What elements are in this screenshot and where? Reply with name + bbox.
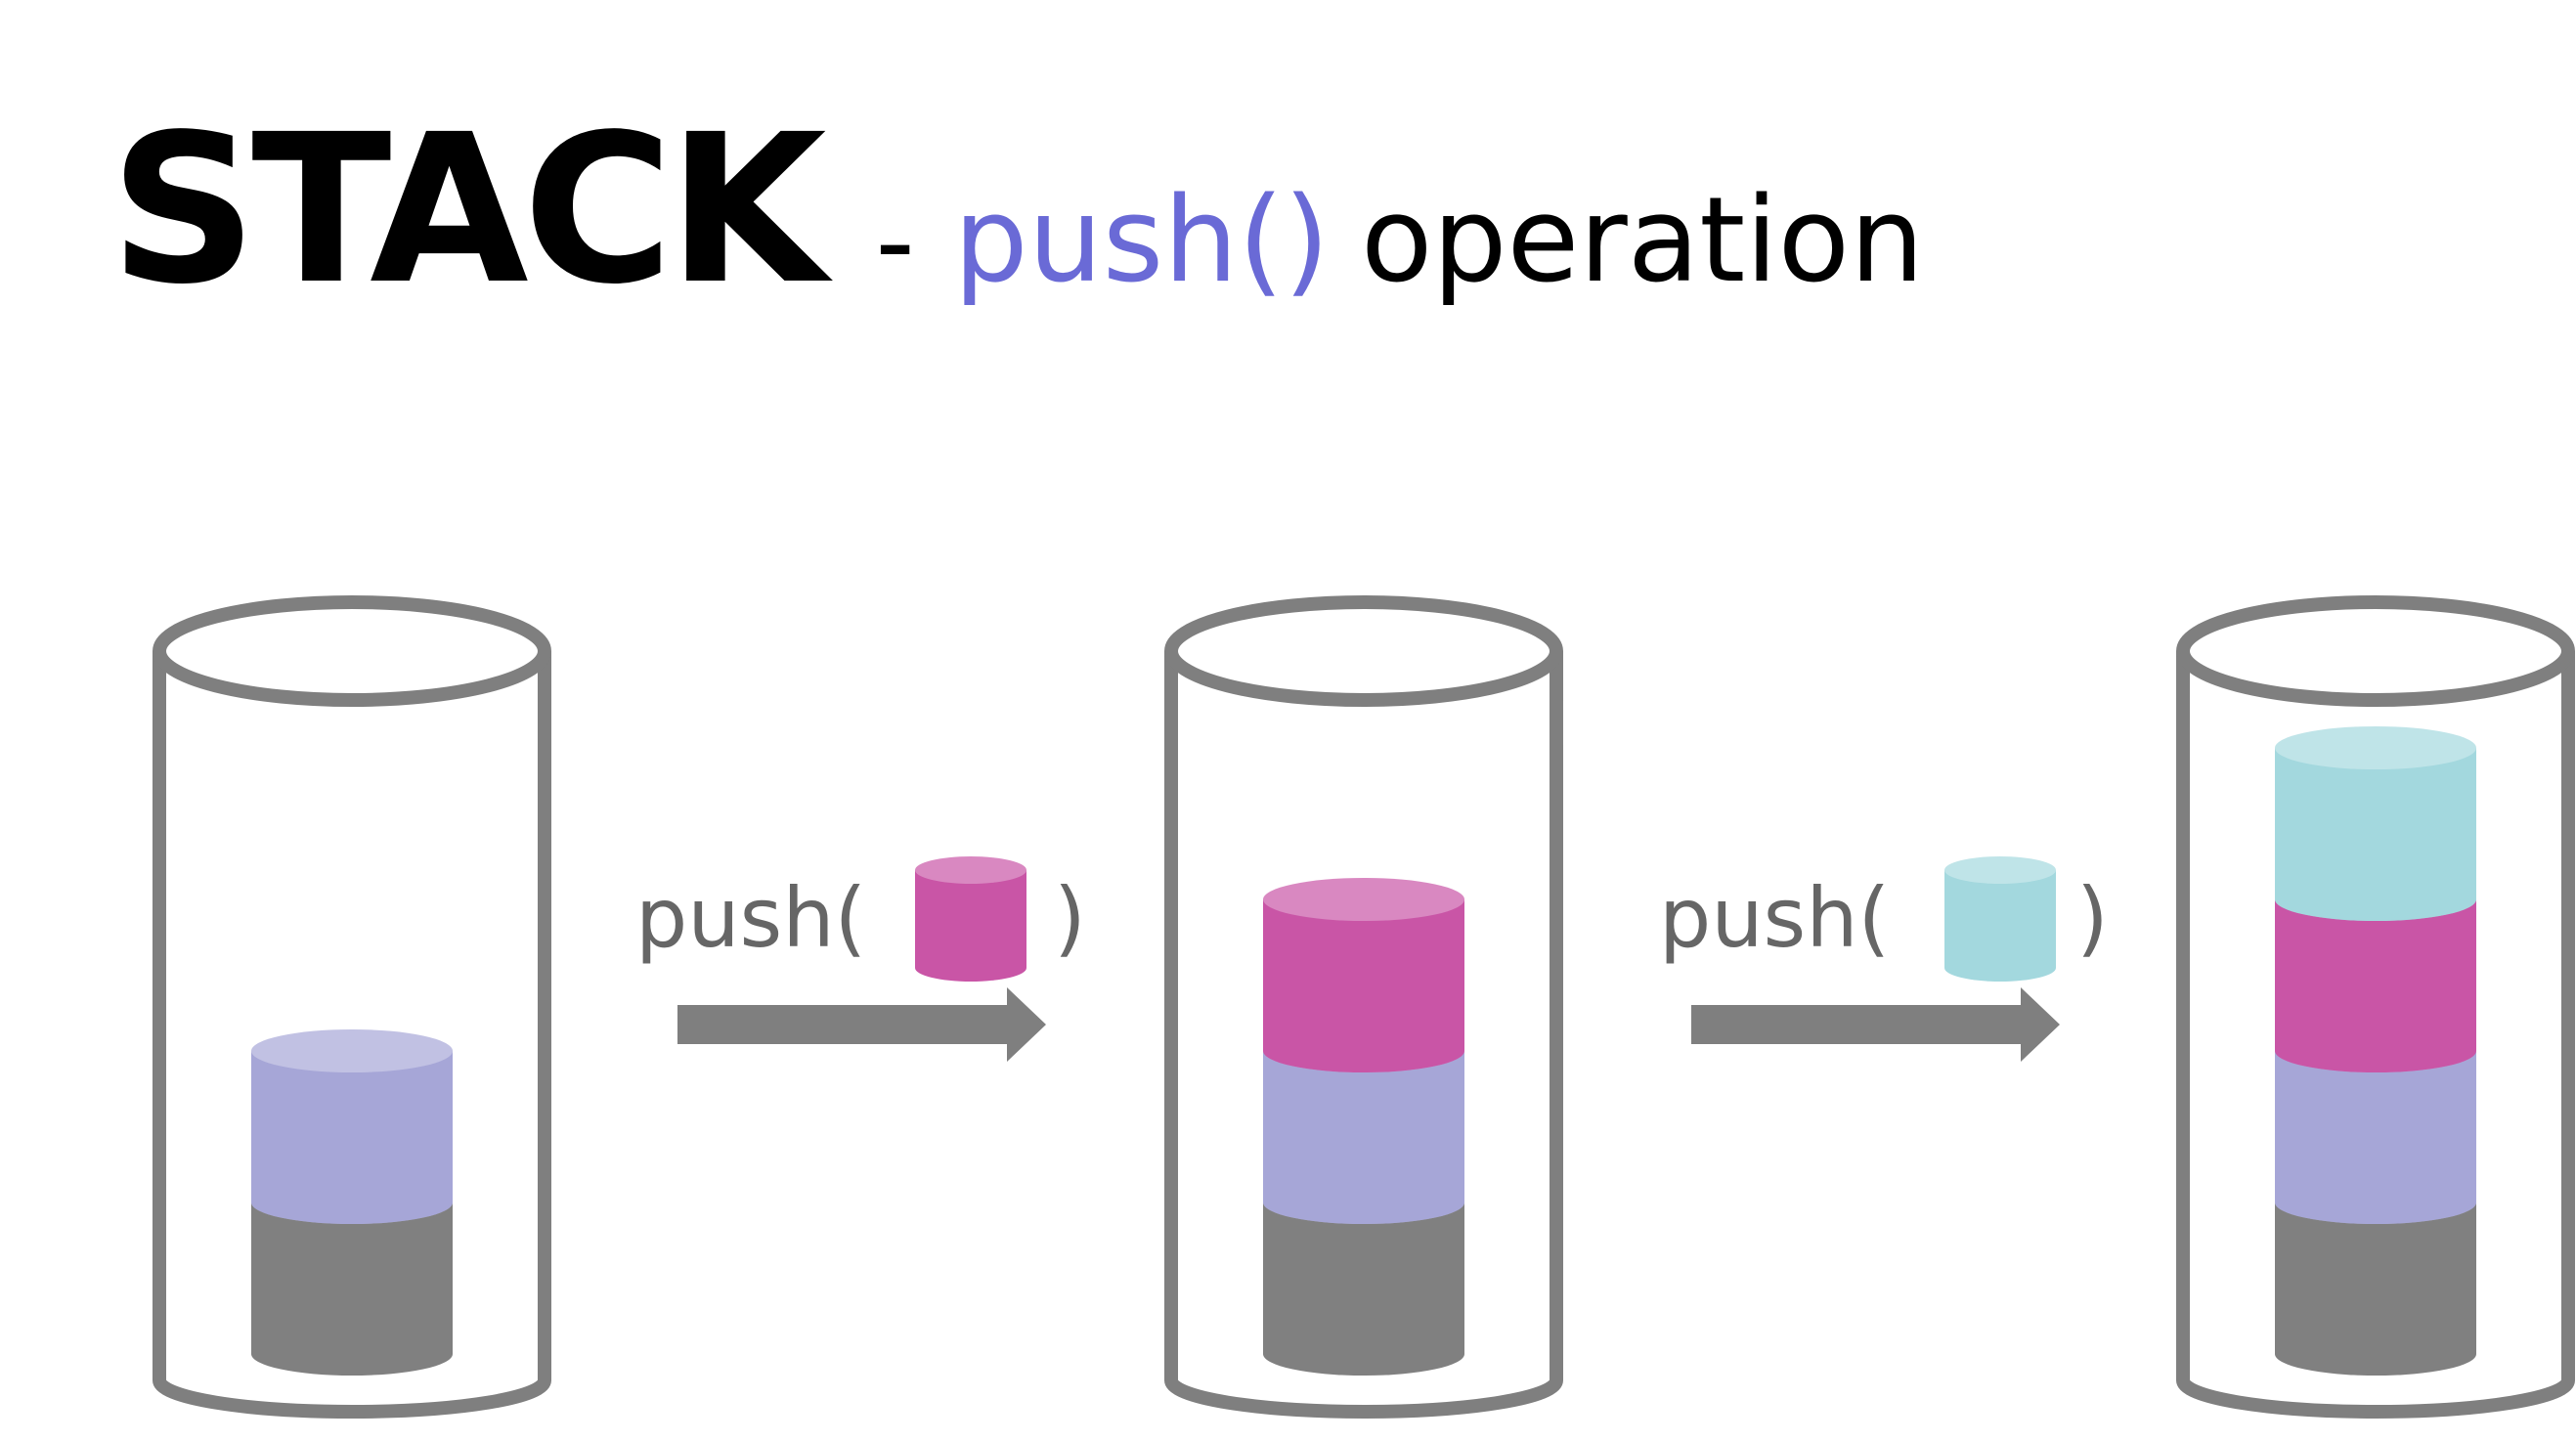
container-outline <box>2176 651 2575 1419</box>
pushed-item-icon <box>915 856 1026 982</box>
page-title: STACK - push() operation <box>109 90 1924 329</box>
stack-container-2 <box>1164 595 1563 1419</box>
push-label-open: push( <box>1659 870 1890 966</box>
block-body <box>1263 1202 1464 1376</box>
title-operation: operation <box>1360 173 1925 309</box>
title-push-keyword: push() <box>953 173 1330 309</box>
block-body <box>1263 899 1464 1072</box>
stack-containers <box>153 595 2575 1419</box>
container-rim <box>2176 595 2575 707</box>
push-label-close: ) <box>1054 870 1086 966</box>
stack-block <box>2275 726 2476 921</box>
stack-block <box>1263 878 1464 1072</box>
arrow-right-icon <box>1691 987 2060 1062</box>
push-steps: push( ) push( ) <box>635 856 2109 1062</box>
block-top <box>251 1029 453 1072</box>
stack-container-3 <box>2176 595 2575 1419</box>
block-body <box>251 1051 453 1224</box>
block-body <box>2275 899 2476 1072</box>
block-body <box>2275 1202 2476 1376</box>
arrow-right-icon <box>677 987 1046 1062</box>
block-body <box>1944 870 2056 982</box>
block-body <box>2275 1051 2476 1224</box>
stack-container-1 <box>153 595 551 1419</box>
stack-block <box>251 1029 453 1224</box>
block-top <box>915 856 1026 884</box>
block-top <box>1944 856 2056 884</box>
push-label-close: ) <box>2076 870 2109 966</box>
container-outline <box>153 651 551 1419</box>
block-body <box>915 870 1026 982</box>
push-step-2: push( ) <box>1659 856 2109 1062</box>
pushed-item-icon <box>1944 856 2056 982</box>
block-body <box>2275 748 2476 921</box>
title-main: STACK <box>109 90 827 329</box>
block-top <box>1263 878 1464 921</box>
push-label-open: push( <box>635 870 866 966</box>
container-rim <box>153 595 551 707</box>
push-step-1: push( ) <box>635 856 1086 1062</box>
container-outline <box>1164 651 1563 1419</box>
block-body <box>1263 1051 1464 1224</box>
container-rim <box>1164 595 1563 707</box>
title-dash: - <box>875 175 915 306</box>
block-body <box>251 1202 453 1376</box>
block-top <box>2275 726 2476 769</box>
